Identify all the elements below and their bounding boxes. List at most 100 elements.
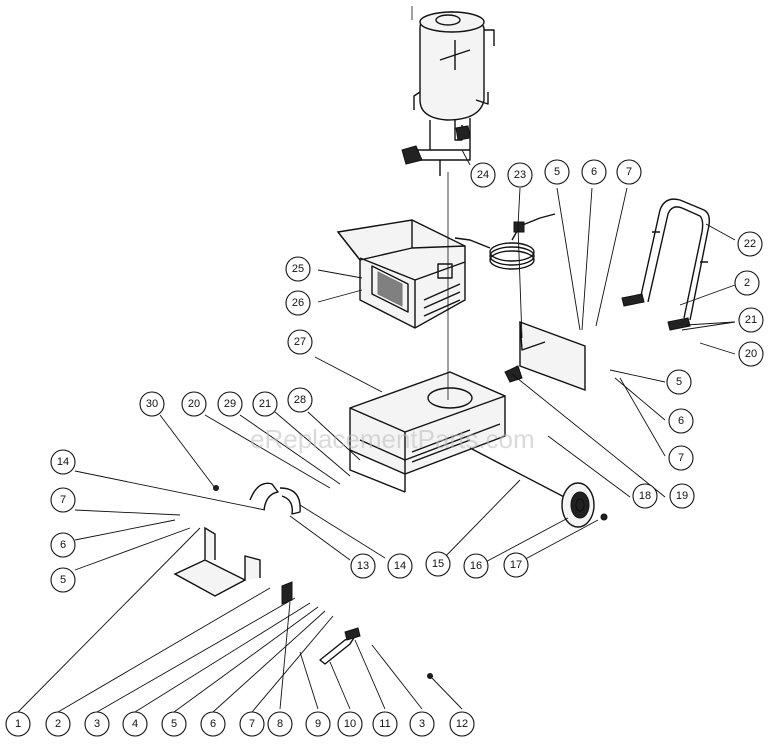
callout-37: 2 xyxy=(734,270,760,296)
callout-26-label: 21 xyxy=(259,398,271,410)
callout-24-label: 20 xyxy=(188,398,200,410)
callout-10-label: 10 xyxy=(344,718,356,730)
callout-27: 28 xyxy=(287,387,313,413)
leader-lines xyxy=(17,149,736,713)
watermark: eReplacementParts.com xyxy=(250,424,535,454)
callout-29: 25 xyxy=(285,256,311,282)
callout-8-label: 8 xyxy=(277,718,283,730)
callout-22-label: 5 xyxy=(60,574,66,586)
callout-18-label: 17 xyxy=(510,559,522,571)
callout-30: 26 xyxy=(285,290,311,316)
callout-21: 6 xyxy=(50,532,76,558)
callout-3-label: 3 xyxy=(94,718,100,730)
callout-21-label: 6 xyxy=(60,539,66,551)
callout-17-label: 16 xyxy=(470,560,482,572)
callout-40-label: 5 xyxy=(676,376,682,388)
callout-16-label: 15 xyxy=(432,558,444,570)
callout-40: 5 xyxy=(666,369,692,395)
callout-38: 21 xyxy=(738,307,764,333)
callout-9: 9 xyxy=(305,711,331,737)
callout-11-label: 11 xyxy=(379,718,390,730)
handle xyxy=(621,198,711,331)
callout-35: 7 xyxy=(616,159,642,185)
callout-6: 6 xyxy=(200,711,226,737)
clamp-bracket xyxy=(213,482,301,515)
callout-36-label: 22 xyxy=(744,238,756,250)
callout-5: 5 xyxy=(161,711,187,737)
callout-20: 7 xyxy=(50,487,76,513)
callout-8: 8 xyxy=(267,711,293,737)
callout-32: 23 xyxy=(507,162,533,188)
callout-6-label: 6 xyxy=(210,718,216,730)
callout-7: 7 xyxy=(239,711,265,737)
callout-14: 13 xyxy=(350,553,376,579)
callout-43: 18 xyxy=(632,483,658,509)
callout-41-label: 6 xyxy=(678,415,684,427)
callout-19-label: 14 xyxy=(394,560,406,572)
callout-25-label: 29 xyxy=(224,398,236,410)
callout-14-label: 13 xyxy=(357,560,369,572)
callout-19: 14 xyxy=(387,553,413,579)
callout-18: 17 xyxy=(503,552,529,578)
callout-39: 20 xyxy=(738,341,764,367)
callout-20-label: 7 xyxy=(60,494,66,506)
callout-2: 2 xyxy=(45,711,71,737)
callout-44: 19 xyxy=(669,483,695,509)
callout-3: 3 xyxy=(84,711,110,737)
callout-42: 7 xyxy=(668,445,694,471)
callout-29-label: 25 xyxy=(292,263,304,275)
callout-43-label: 18 xyxy=(639,490,651,502)
callout-28-label: 27 xyxy=(294,336,306,348)
callout-31-label: 24 xyxy=(477,169,489,181)
side-bracket xyxy=(504,320,586,392)
callout-32-label: 23 xyxy=(514,169,526,181)
callout-23-label: 30 xyxy=(146,398,158,410)
axle-wheel xyxy=(469,447,608,528)
callout-41: 6 xyxy=(668,408,694,434)
callout-30-label: 26 xyxy=(292,297,304,309)
foot-plate xyxy=(173,526,433,679)
callout-11: 11 xyxy=(372,711,398,737)
callout-33: 5 xyxy=(544,159,570,185)
callout-25: 29 xyxy=(217,391,243,417)
hose xyxy=(454,213,556,270)
callout-23: 30 xyxy=(139,391,165,417)
callout-10: 10 xyxy=(337,711,363,737)
callout-15: 14 xyxy=(50,449,76,475)
callout-12: 3 xyxy=(409,711,435,737)
base-frame xyxy=(349,172,506,493)
callout-15-label: 14 xyxy=(57,456,69,468)
tank-assembly xyxy=(401,6,495,176)
callout-22: 5 xyxy=(50,567,76,593)
callout-13-label: 12 xyxy=(456,718,468,730)
callout-4: 4 xyxy=(122,711,148,737)
callout-26: 21 xyxy=(252,391,278,417)
callout-1-label: 1 xyxy=(15,718,21,730)
callout-31: 24 xyxy=(470,162,496,188)
callout-44-label: 19 xyxy=(676,490,688,502)
callout-34-label: 6 xyxy=(591,166,597,178)
callout-42-label: 7 xyxy=(678,452,684,464)
callout-7-label: 7 xyxy=(249,718,255,730)
callout-16: 15 xyxy=(425,551,451,577)
callout-5-label: 5 xyxy=(171,718,177,730)
callout-13: 12 xyxy=(449,711,475,737)
callout-36: 22 xyxy=(737,231,763,257)
callout-39-label: 20 xyxy=(745,348,757,360)
callout-37-label: 2 xyxy=(744,277,750,289)
callout-34: 6 xyxy=(581,159,607,185)
callout-24: 20 xyxy=(181,391,207,417)
callout-4-label: 4 xyxy=(132,718,138,730)
callout-1: 1 xyxy=(5,711,31,737)
callout-17: 16 xyxy=(463,553,489,579)
callouts: 1 2 3 4 5 6 7 8 9 10 11 3 12 13 14 15 16… xyxy=(5,159,764,737)
callout-9-label: 9 xyxy=(315,718,321,730)
callout-33-label: 5 xyxy=(554,166,560,178)
callout-35-label: 7 xyxy=(626,166,632,178)
callout-38-label: 21 xyxy=(745,314,757,326)
callout-12-label: 3 xyxy=(419,718,425,730)
callout-28: 27 xyxy=(287,329,313,355)
callout-2-label: 2 xyxy=(55,718,61,730)
callout-27-label: 28 xyxy=(294,394,306,406)
